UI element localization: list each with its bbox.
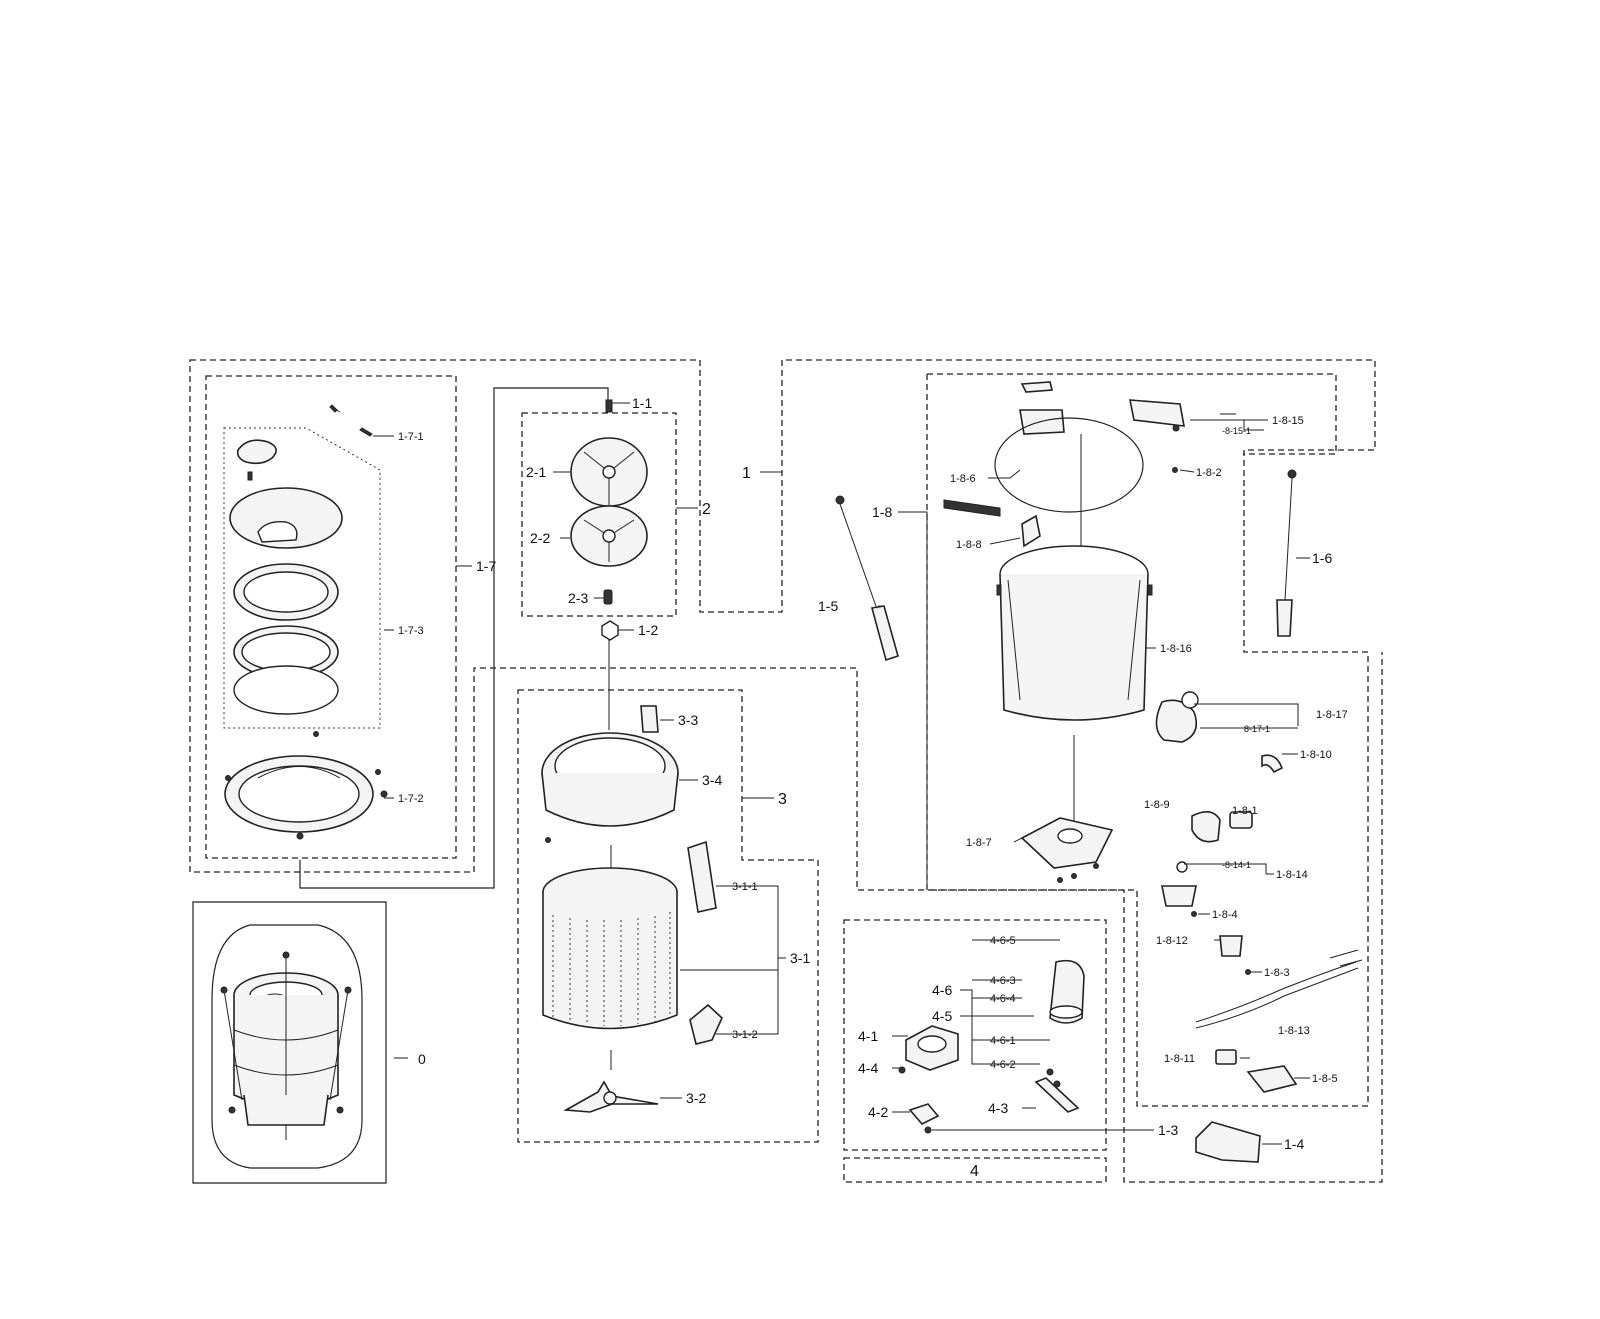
label-1-8-10: 1-8-10 [1300, 749, 1332, 761]
label-1-6: 1-6 [1312, 550, 1332, 566]
label-1-8-1: 1-8-1 [1232, 805, 1258, 817]
label-4-2: 4-2 [868, 1104, 888, 1120]
basket-parts-illustration [541, 705, 723, 1113]
label-4-5: 4-5 [932, 1008, 952, 1024]
motor-parts-illustration [898, 959, 1085, 1134]
label-2: 2 [702, 501, 711, 518]
label-1-8-14: 1-8-14 [1276, 869, 1308, 881]
tub-assembly-illustration [211, 924, 363, 1169]
label-1-8-12: 1-8-12 [1156, 935, 1188, 947]
label-1-1: 1-1 [632, 395, 652, 411]
label-1-8: 1-8 [872, 504, 892, 520]
label-2-2: 2-2 [530, 530, 550, 546]
label-1-8-5: 1-8-5 [1312, 1073, 1338, 1085]
label-3-3: 3-3 [678, 712, 698, 728]
label-8-14-1: -8-14-1 [1222, 860, 1251, 870]
label-3-2: 3-2 [686, 1090, 706, 1106]
label-1-7: 1-7 [476, 558, 496, 574]
label-1-8-15: 1-8-15 [1272, 415, 1304, 427]
label-8-17-1: 8-17-1 [1244, 724, 1270, 734]
label-2-3: 2-3 [568, 590, 588, 606]
label-4: 4 [970, 1163, 979, 1180]
label-1-8-6: 1-8-6 [950, 473, 976, 485]
label-3-1-2: 3-1-2 [732, 1029, 758, 1041]
label-1-8-9: 1-8-9 [1144, 799, 1170, 811]
lid-parts-illustration [224, 404, 388, 840]
label-1-8-11: 1-8-11 [1164, 1053, 1195, 1065]
label-1-8-17: 1-8-17 [1316, 709, 1348, 721]
label-1-7-3: 1-7-3 [398, 625, 424, 637]
label-4-6-1: 4-6-1 [990, 1035, 1016, 1047]
label-1-4: 1-4 [1284, 1136, 1304, 1152]
label-4-6: 4-6 [932, 982, 952, 998]
label-1: 1 [742, 465, 751, 482]
label-3: 3 [778, 791, 787, 808]
label-4-6-3: 4-6-3 [990, 975, 1016, 987]
label-3-4: 3-4 [702, 772, 722, 788]
label-1-8-7: 1-8-7 [966, 837, 992, 849]
label-1-7-2: 1-7-2 [398, 793, 424, 805]
tub-parts-illustration [835, 381, 1363, 1163]
label-4-6-4: 4-6-4 [990, 993, 1016, 1005]
callout-labels: 0 1 1-1 1-2 1-3 1-4 1-5 1-6 1-7 1-7-1 1-… [398, 395, 1348, 1180]
leader-lines [373, 402, 1310, 1145]
label-1-5: 1-5 [818, 598, 838, 614]
label-4-1: 4-1 [858, 1028, 878, 1044]
label-8-15-1: -8-15-1 [1222, 426, 1251, 436]
pulsator-parts-illustration [570, 399, 648, 730]
label-1-3: 1-3 [1158, 1122, 1178, 1138]
label-1-8-8: 1-8-8 [956, 539, 982, 551]
label-3-1-1: 3-1-1 [732, 881, 758, 893]
label-4-6-5: 4-6-5 [990, 935, 1016, 947]
label-4-3: 4-3 [988, 1100, 1008, 1116]
label-1-2: 1-2 [638, 622, 658, 638]
label-1-8-4: 1-8-4 [1212, 909, 1238, 921]
label-1-8-2: 1-8-2 [1196, 467, 1222, 479]
group-boundaries [189, 359, 1383, 1184]
label-4-4: 4-4 [858, 1060, 878, 1076]
label-1-8-13: 1-8-13 [1278, 1025, 1310, 1037]
label-1-8-3: 1-8-3 [1264, 967, 1290, 979]
label-1-7-1: 1-7-1 [398, 431, 424, 443]
label-4-6-2: 4-6-2 [990, 1059, 1016, 1071]
label-0: 0 [418, 1051, 426, 1067]
label-2-1: 2-1 [526, 464, 546, 480]
label-1-8-16: 1-8-16 [1160, 643, 1192, 655]
label-3-1: 3-1 [790, 950, 810, 966]
